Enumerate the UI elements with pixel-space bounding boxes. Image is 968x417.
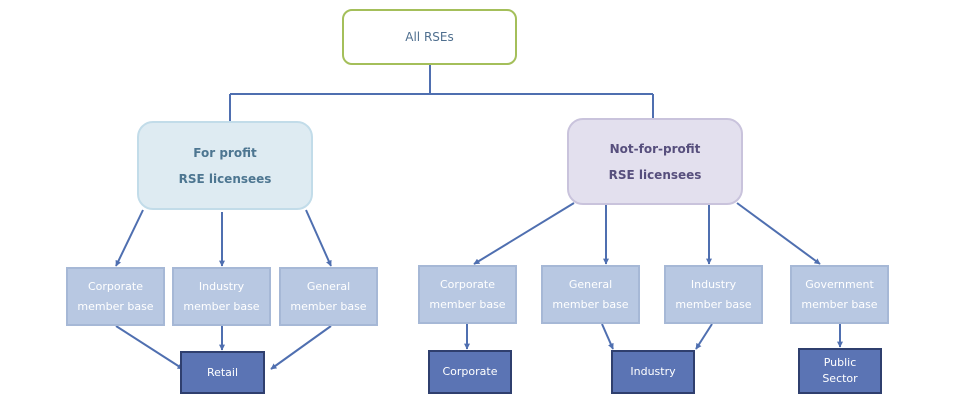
nfp-government-base-node: Government member base — [790, 265, 889, 324]
arrow-corporate-base-to-retail — [115, 325, 184, 370]
public-sector-line2: Sector — [822, 372, 858, 385]
arrow-nfp-to-government — [736, 202, 821, 265]
arrow-profit-to-general — [305, 209, 332, 267]
base-line2: member base — [77, 299, 154, 313]
base-line2: member base — [801, 297, 878, 311]
base-line1: Corporate — [88, 279, 143, 293]
corporate-node: Corporate — [428, 350, 512, 394]
nfp-industry-base-node: Industry member base — [664, 265, 763, 324]
base-line1: General — [306, 279, 351, 293]
arrow-profit-to-corporate — [115, 209, 144, 267]
base-line1: Government — [805, 277, 874, 291]
arrow-nfp-general-base-to-industry — [601, 323, 614, 350]
not-for-profit-line1: Not-for-profit — [609, 141, 701, 156]
for-profit-node: For profit RSE licensees — [137, 121, 313, 210]
not-for-profit-line2: RSE licensees — [608, 167, 702, 182]
arrow-nfp-to-corporate — [473, 202, 575, 265]
profit-corporate-base-node: Corporate member base — [66, 267, 165, 326]
for-profit-line1: For profit — [193, 145, 257, 160]
corporate-label: Corporate — [442, 365, 498, 378]
profit-industry-base-node: Industry member base — [172, 267, 271, 326]
industry-label: Industry — [630, 365, 676, 378]
base-line2: member base — [290, 299, 367, 313]
retail-node: Retail — [180, 351, 265, 394]
public-sector-node: Public Sector — [798, 348, 882, 394]
base-line1: General — [568, 277, 613, 291]
retail-label: Retail — [206, 365, 239, 379]
nfp-general-base-node: General member base — [541, 265, 640, 324]
arrow-general-base-to-retail — [270, 325, 332, 370]
base-line2: member base — [675, 297, 752, 311]
not-for-profit-node: Not-for-profit RSE licensees — [567, 118, 743, 205]
industry-node: Industry — [611, 350, 695, 394]
all-rses-label: All RSEs — [405, 30, 454, 44]
base-line1: Corporate — [440, 277, 495, 291]
for-profit-line2: RSE licensees — [178, 171, 272, 186]
public-sector-line1: Public — [823, 356, 857, 369]
root-to-categories-connector — [229, 65, 654, 121]
arrow-nfp-industry-base-to-industry — [695, 323, 713, 350]
all-rses-node: All RSEs — [342, 9, 517, 65]
profit-general-base-node: General member base — [279, 267, 378, 326]
base-line2: member base — [429, 297, 506, 311]
base-line1: Industry — [690, 277, 737, 291]
base-line2: member base — [183, 299, 260, 313]
base-line2: member base — [552, 297, 629, 311]
nfp-corporate-base-node: Corporate member base — [418, 265, 517, 324]
base-line1: Industry — [198, 279, 245, 293]
